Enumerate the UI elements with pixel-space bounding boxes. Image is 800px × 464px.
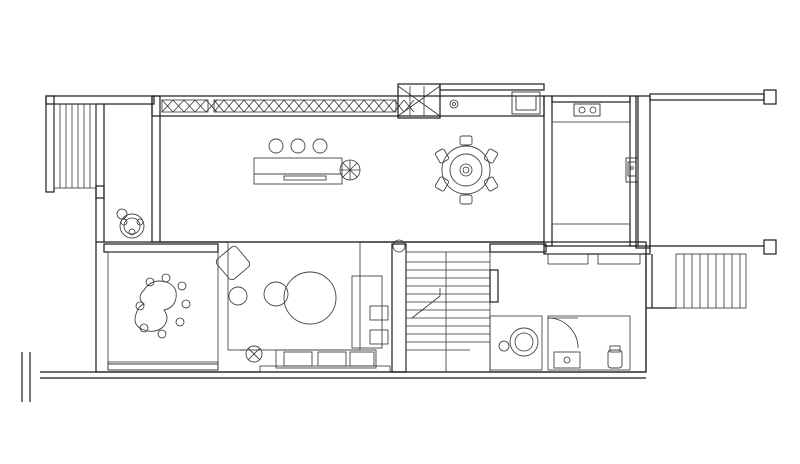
drawing-line [172, 99, 185, 113]
drawing-line [383, 99, 395, 113]
drawing-line [403, 99, 415, 113]
drawing-line [313, 99, 325, 113]
drawing-line [293, 99, 305, 113]
drawing-line [183, 99, 196, 113]
drawing-line [333, 99, 345, 113]
kitchen-island [253, 138, 361, 185]
drawing-line [303, 99, 315, 113]
living-room [215, 241, 391, 373]
drawing-line [273, 99, 285, 113]
drawing-line [283, 99, 295, 113]
drawing-line [353, 99, 365, 113]
drawing-line [373, 99, 385, 113]
drawing-line [161, 99, 174, 113]
drawing-line [393, 99, 405, 113]
drawing-line [194, 99, 207, 113]
right-exterior-stairs [645, 253, 747, 372]
drawing-line [205, 99, 218, 113]
dining-table [434, 135, 499, 205]
left-lounge-room [103, 243, 219, 371]
kitchen-area [397, 83, 777, 265]
bottom-cabinets [107, 361, 219, 371]
left-exterior-stairs [53, 103, 105, 199]
drawing-line [233, 99, 245, 113]
drawing-line [223, 99, 235, 113]
plant-symbol [339, 159, 361, 181]
drawing-line [343, 99, 355, 113]
drawing-line [323, 99, 335, 113]
drawing-line [363, 99, 375, 113]
exterior-walls [21, 95, 647, 402]
potted-plant [116, 208, 145, 239]
top-window-strips [161, 99, 415, 113]
drawing-line [263, 99, 275, 113]
central-staircase [391, 239, 547, 373]
bathroom [489, 315, 631, 371]
drawing-line [253, 99, 265, 113]
drawing-line [243, 99, 255, 113]
